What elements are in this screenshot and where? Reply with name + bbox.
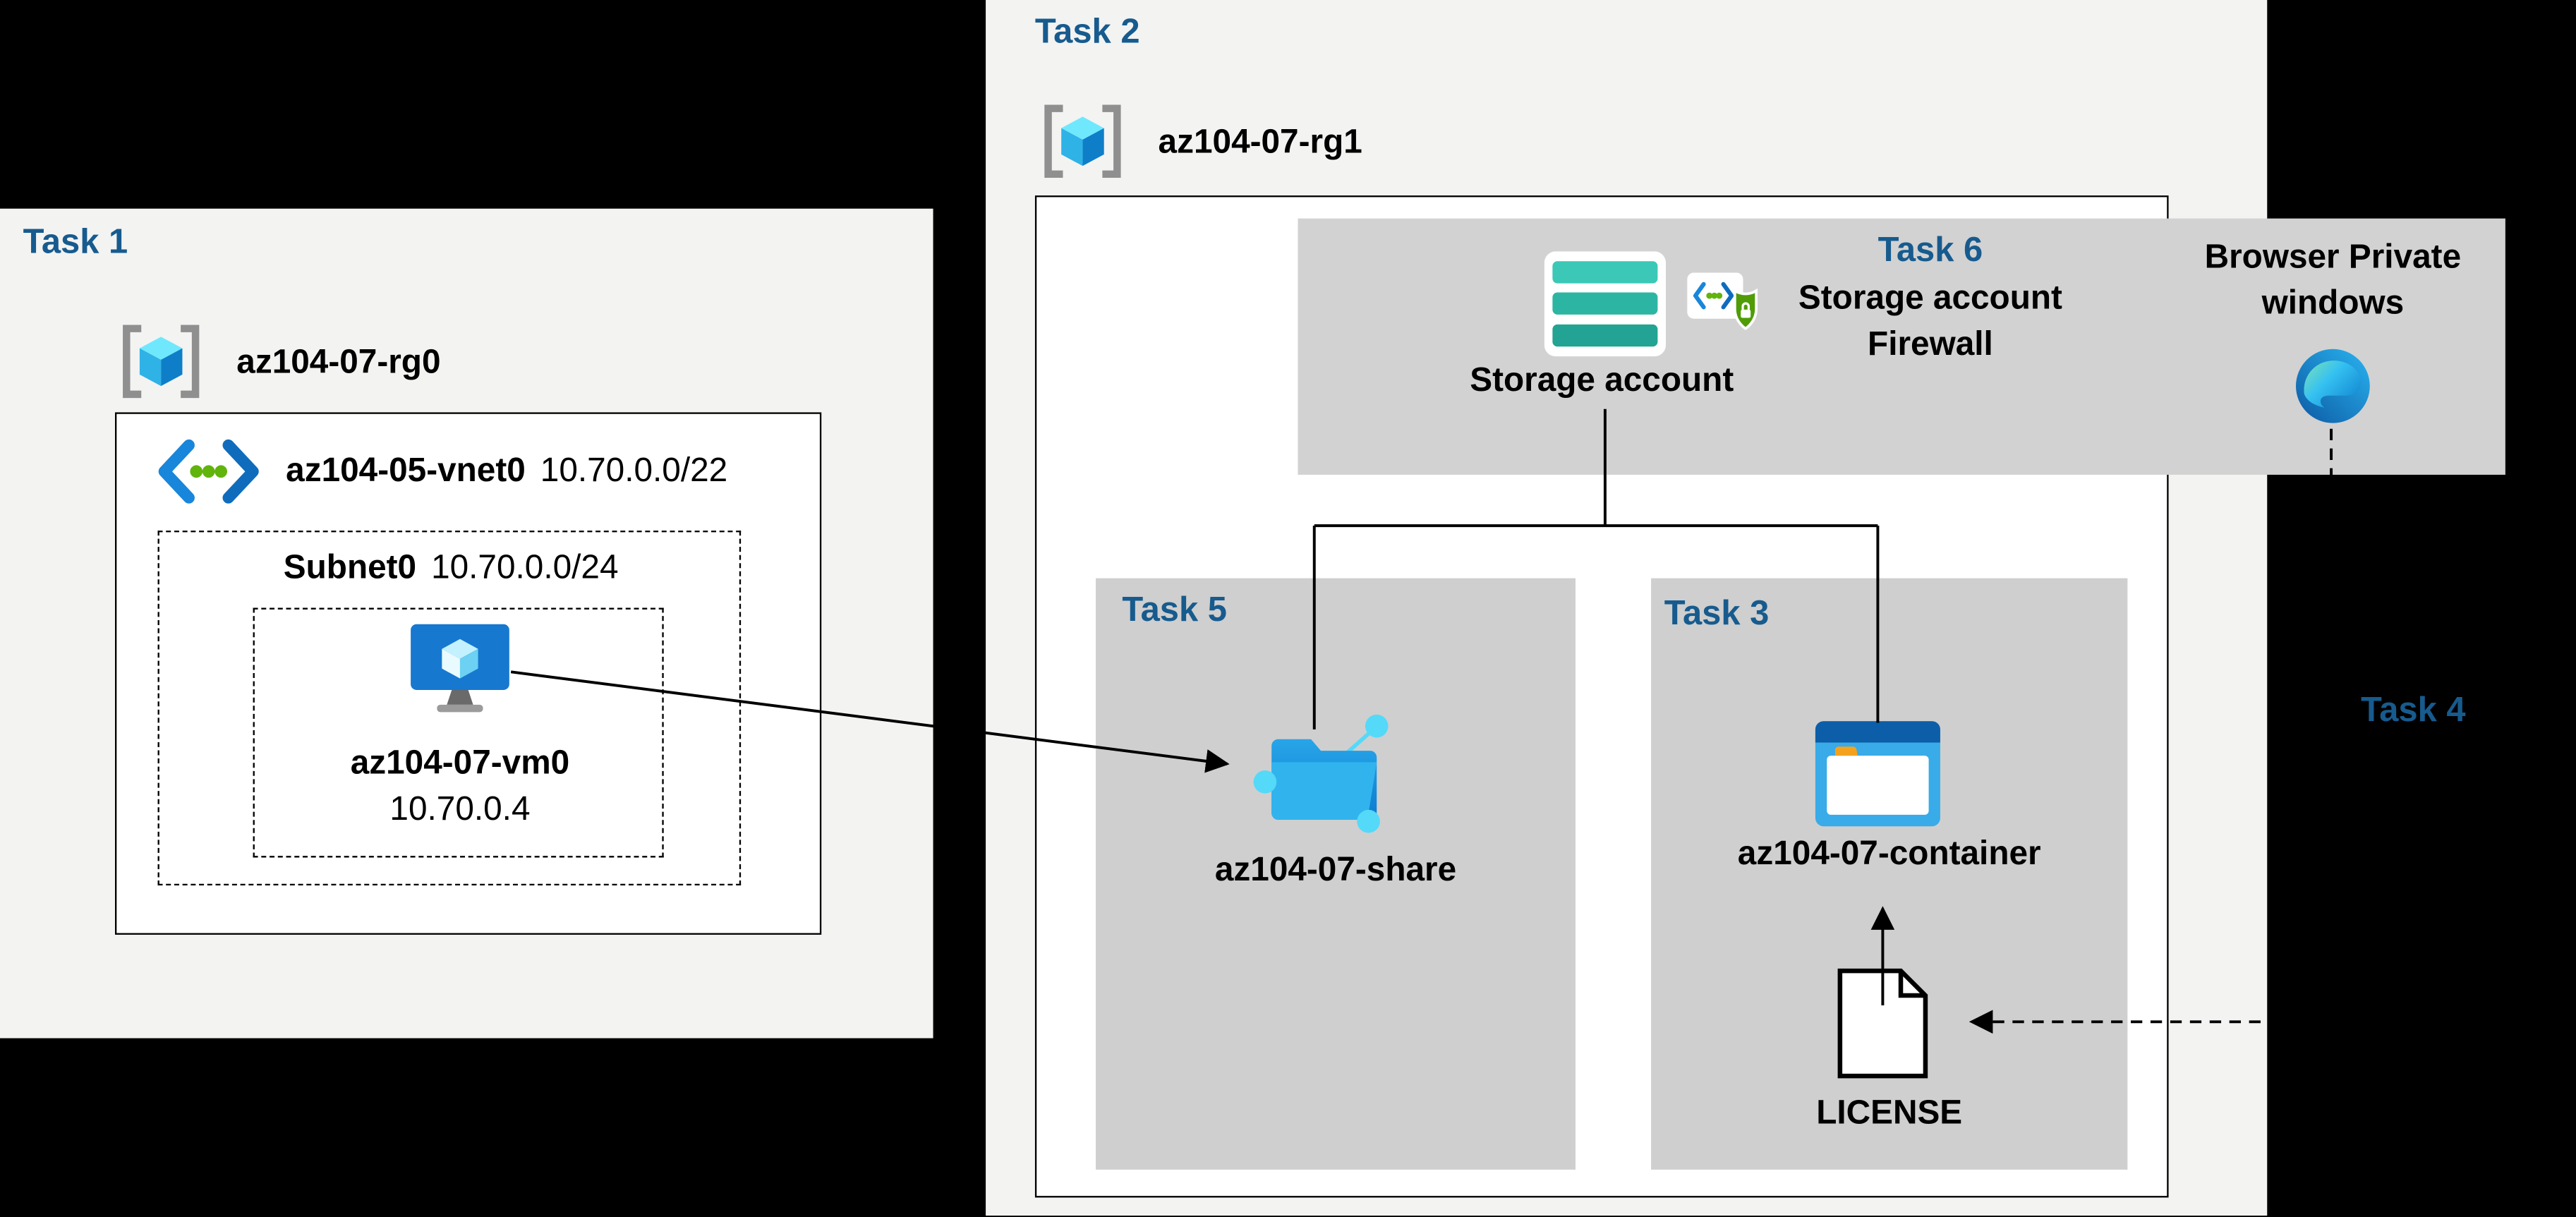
vnet-cidr: 10.70.0.0/22 [540,452,728,490]
virtual-network-icon [158,439,259,504]
vnet-panel: az104-05-vnet0 10.70.0.0/22 Subnet0 10.70.… [114,412,822,935]
subnet-box: Subnet0 10.70.0.0/24 az104-07-vm0 10.70.0… [157,531,743,886]
storage-account-label: Storage account [1470,361,1734,399]
file-share-icon [1253,714,1389,833]
task6-line2: Firewall [1868,325,1993,363]
storage-band: Task 6 Storage account Firewall Storage … [1298,218,2505,475]
vm-name: az104-07-vm0 [350,744,570,782]
vnet-title: az104-05-vnet0 10.70.0.0/22 [286,452,727,491]
vm-box: az104-07-vm0 10.70.0.4 [253,607,664,858]
vnet-name: az104-05-vnet0 [286,452,526,490]
resource-group-icon [1044,104,1121,178]
browser-private-line2: windows [2261,284,2405,322]
license-file-icon [1837,968,1928,1079]
task2-region: Task 2 az104-07-rg1 [986,0,2505,1216]
share-name: az104-07-share [1214,851,1457,889]
storage-firewall-icon [1687,272,1758,330]
task2-label: Task 2 [1034,13,1140,52]
subnet-cidr: 10.70.0.0/24 [431,548,619,587]
task3-box: Task 3 az104-07-container LICENSE [1651,578,2128,1170]
license-label: LICENSE [1816,1094,1963,1132]
subnet-name: Subnet0 [283,548,417,587]
task6-label: Task 6 [1877,231,1983,270]
task5-box: Task 5 az104-07-share [1096,578,1576,1170]
task4-label: Task 4 [2360,691,2466,729]
resource-group-name: az104-07-rg0 [236,343,441,382]
browser-private-line1: Browser Private [2204,238,2462,277]
task5-label: Task 5 [1122,591,1227,629]
subnet-title: Subnet0 10.70.0.0/24 [159,549,743,588]
vm-ip: 10.70.0.4 [389,789,531,828]
task3-label: Task 3 [1664,594,1770,633]
container-name: az104-07-container [1737,834,2041,873]
resource-group-icon [123,325,200,399]
task1-region: Task 1 az104-07-rg0 az104-05-vnet0 10.70.… [0,208,933,1039]
edge-browser-icon [2296,349,2370,423]
virtual-machine-icon [411,624,509,713]
task6-line1: Storage account [1798,279,2062,317]
blob-container-icon [1815,721,1940,827]
storage-account-icon [1544,251,1667,357]
resource-group-name: az104-07-rg1 [1158,123,1362,162]
task1-label: Task 1 [23,223,128,262]
